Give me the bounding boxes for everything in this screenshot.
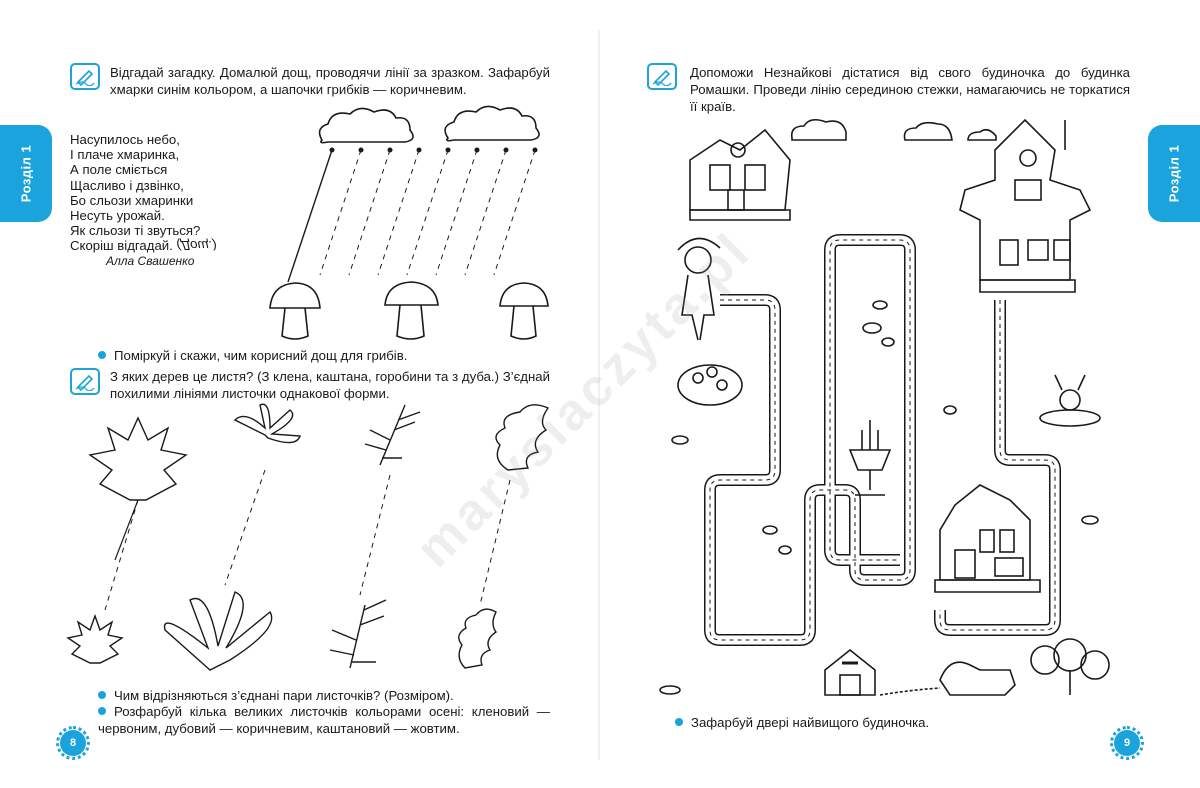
house-neznayko-icon <box>689 128 791 221</box>
dog-icon <box>879 661 1016 696</box>
book-spine <box>598 30 600 760</box>
riddle-answer: (Дощ.) <box>176 238 217 254</box>
poem-line: Насупилось небо, <box>70 132 180 147</box>
pencil-task-icon <box>70 368 100 395</box>
dog-kennel-icon <box>824 648 876 696</box>
bullet-dot <box>98 691 106 699</box>
flowerbed-icon <box>677 364 743 406</box>
right-page: Розділ 1 Допоможи Незнайкові дістатися в… <box>600 0 1200 788</box>
poem-last-line-text: Скоріш відгадай. <box>70 238 173 254</box>
maple-leaf-large-icon <box>88 416 188 501</box>
section-tab-label: Розділ 1 <box>1166 144 1182 203</box>
pencil-task-icon <box>70 63 100 90</box>
house-middle-icon <box>934 484 1041 593</box>
poem-last-line: Скоріш відгадай. (Дощ.) <box>70 238 217 253</box>
bullet-dot <box>98 707 106 715</box>
maze-illustration <box>659 118 1110 696</box>
bullet-dot <box>675 718 683 726</box>
maple-leaf-small-icon <box>66 613 124 664</box>
bullet-color-door: Зафарбуй двері найвищого будиночка. <box>675 714 929 731</box>
bullet-rain-question: Поміркуй і скажи, чим корисний дощ для г… <box>98 347 407 364</box>
mushroom-icon <box>384 281 439 340</box>
page-number-left: 8 <box>56 726 90 760</box>
cloud-icon <box>790 118 847 141</box>
house-romashka-icon <box>959 118 1092 293</box>
pencil-task-icon <box>647 63 677 90</box>
bullet-text: Зафарбуй двері найвищого будиночка. <box>691 715 930 730</box>
page-number-text: 8 <box>69 737 77 749</box>
bullet-text: Чим відрізняються з’єднані пари листочкі… <box>114 688 454 703</box>
page-number-text: 9 <box>1123 737 1131 749</box>
bullet-leaf-difference: Чим відрізняються з’єднані пари листочкі… <box>98 687 454 704</box>
cloud-icon <box>967 128 997 141</box>
poem-line: А поле сміється <box>70 162 168 178</box>
mushroom-icon <box>269 282 321 340</box>
stones-icon <box>659 300 1099 695</box>
snail-fountain-icon <box>1039 374 1101 427</box>
cloud-icon <box>444 105 540 142</box>
cloud-icon <box>318 107 414 144</box>
bush-icon <box>1030 638 1110 695</box>
poem-line: Щасливо і дзвінко, <box>70 177 184 193</box>
bullet-dot <box>98 351 106 359</box>
left-page: Розділ 1 Відгадай загадку. Домалюй дощ, … <box>0 63 550 760</box>
mushroom-icon <box>499 282 549 340</box>
task1-instruction: Відгадай загадку. Домалюй дощ, проводячи… <box>110 65 550 97</box>
leaves-illustration <box>66 403 550 671</box>
poem-author: Алла Свашенко <box>106 253 195 268</box>
section-tab-right: Розділ 1 <box>1148 125 1200 222</box>
rowan-leaf-large-icon <box>329 599 387 669</box>
bullet-color-leaves: Розфарбуй кілька великих листочків кольо… <box>98 703 550 737</box>
bullet-text: Поміркуй і скажи, чим корисний дощ для г… <box>114 348 408 363</box>
chestnut-leaf-large-icon <box>163 591 273 671</box>
oak-leaf-small-icon <box>495 404 550 471</box>
poem-line: Несуть урожай. <box>70 208 165 224</box>
maze-instruction: Допоможи Незнайкові дістатися від свого … <box>690 65 1130 114</box>
bullet-text: Розфарбуй кілька великих листочків кольо… <box>98 704 550 736</box>
riddle-poem: Насупилось небо, І плаче хмаринка, А пол… <box>70 132 217 269</box>
cloud-icon <box>903 121 953 141</box>
poem-line: Бо сльози хмаринки <box>70 192 194 208</box>
oak-leaf-large-icon <box>458 608 498 669</box>
poem-line: І плаче хмаринка, <box>70 147 180 163</box>
task2-instruction: З яких дерев це листя? (З клена, каштана… <box>110 369 550 401</box>
flower-pot-icon <box>848 420 892 496</box>
page-number-right: 9 <box>1110 726 1144 760</box>
boy-neznayko-icon <box>677 237 721 341</box>
section-tab-label: Розділ 1 <box>18 144 34 203</box>
rain-illustration <box>269 105 549 340</box>
section-tab-left: Розділ 1 <box>0 125 52 222</box>
rowan-leaf-small-icon <box>364 404 421 466</box>
poem-line: Як сльози ті звуться? <box>70 223 201 239</box>
chestnut-leaf-small-icon <box>233 403 301 444</box>
